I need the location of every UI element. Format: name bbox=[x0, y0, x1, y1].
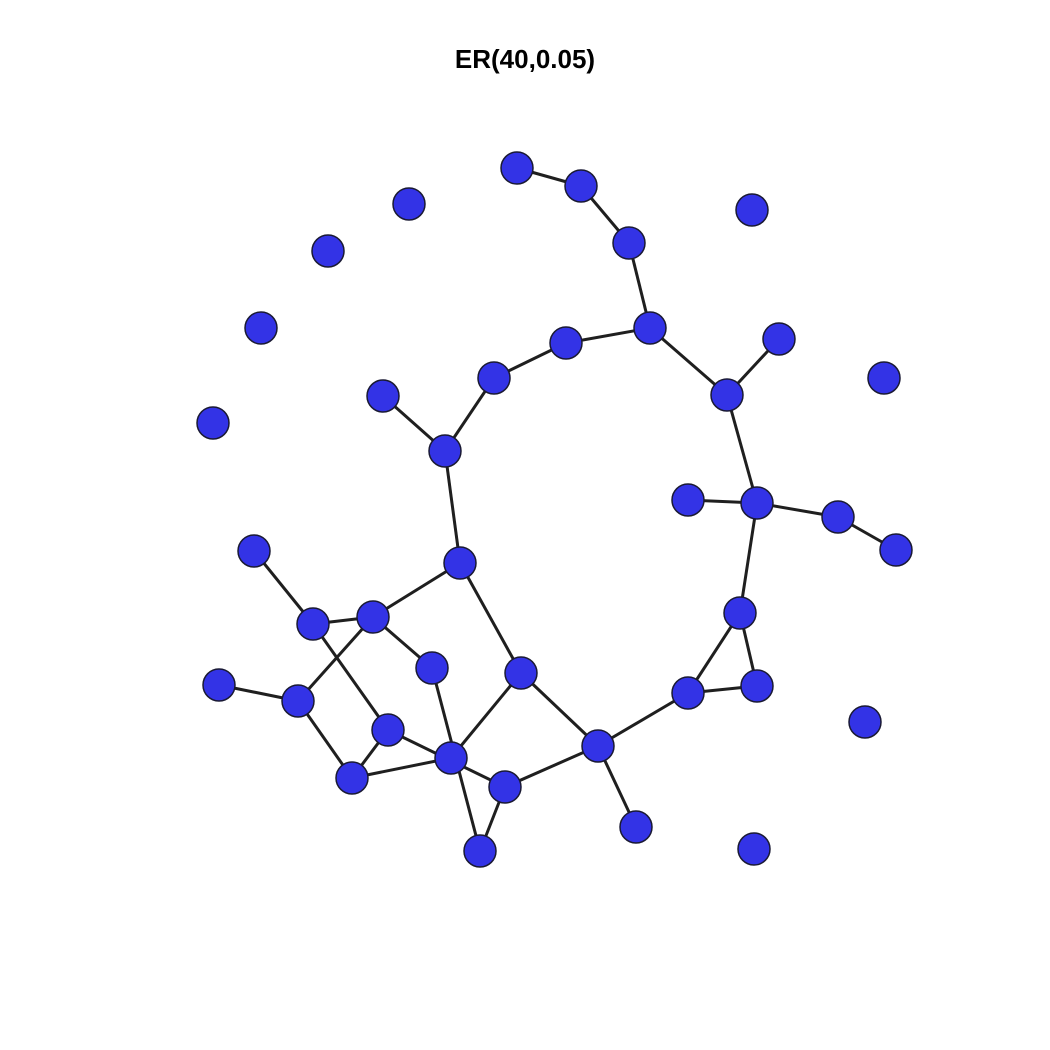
node-27 bbox=[504, 656, 538, 690]
edges-layer bbox=[218, 166, 897, 852]
node-39 bbox=[463, 834, 497, 868]
edge-22 bbox=[458, 562, 523, 674]
graph-title: ER(40,0.05) bbox=[454, 44, 596, 74]
node-34 bbox=[581, 729, 615, 763]
node-18 bbox=[740, 486, 774, 520]
edge-24 bbox=[372, 561, 461, 619]
edge-10 bbox=[725, 394, 759, 504]
node-3 bbox=[612, 226, 646, 260]
node-21 bbox=[237, 534, 271, 568]
node-37 bbox=[488, 770, 522, 804]
node-7 bbox=[633, 311, 667, 345]
node-31 bbox=[281, 684, 315, 718]
node-22 bbox=[443, 546, 477, 580]
node-5 bbox=[392, 187, 426, 221]
node-6 bbox=[311, 234, 345, 268]
node-11 bbox=[244, 311, 278, 345]
edge-29 bbox=[311, 623, 390, 731]
node-10 bbox=[867, 361, 901, 395]
node-14 bbox=[366, 379, 400, 413]
node-13 bbox=[710, 378, 744, 412]
edge-20 bbox=[504, 744, 599, 789]
node-24 bbox=[356, 600, 390, 634]
node-25 bbox=[296, 607, 330, 641]
node-30 bbox=[740, 669, 774, 703]
edge-23 bbox=[449, 672, 523, 759]
node-15 bbox=[196, 406, 230, 440]
node-2 bbox=[564, 169, 598, 203]
nodes-layer bbox=[196, 151, 913, 868]
node-17 bbox=[671, 483, 705, 517]
node-1 bbox=[500, 151, 534, 185]
node-16 bbox=[428, 434, 462, 468]
node-4 bbox=[735, 193, 769, 227]
node-29 bbox=[671, 676, 705, 710]
node-32 bbox=[848, 705, 882, 739]
edge-28 bbox=[296, 616, 375, 702]
edge-7 bbox=[443, 450, 462, 564]
edge-33 bbox=[351, 756, 452, 780]
node-38 bbox=[619, 810, 653, 844]
node-9 bbox=[549, 326, 583, 360]
node-8 bbox=[762, 322, 796, 356]
node-20 bbox=[879, 533, 913, 567]
edge-8 bbox=[649, 326, 728, 397]
node-36 bbox=[335, 761, 369, 795]
node-12 bbox=[477, 361, 511, 395]
node-35 bbox=[434, 741, 468, 775]
node-26 bbox=[415, 651, 449, 685]
edge-14 bbox=[738, 502, 759, 614]
node-33 bbox=[371, 713, 405, 747]
node-40 bbox=[737, 832, 771, 866]
node-23 bbox=[723, 596, 757, 630]
node-19 bbox=[821, 500, 855, 534]
node-28 bbox=[202, 668, 236, 702]
edge-18 bbox=[597, 691, 689, 748]
edge-21 bbox=[519, 671, 600, 748]
